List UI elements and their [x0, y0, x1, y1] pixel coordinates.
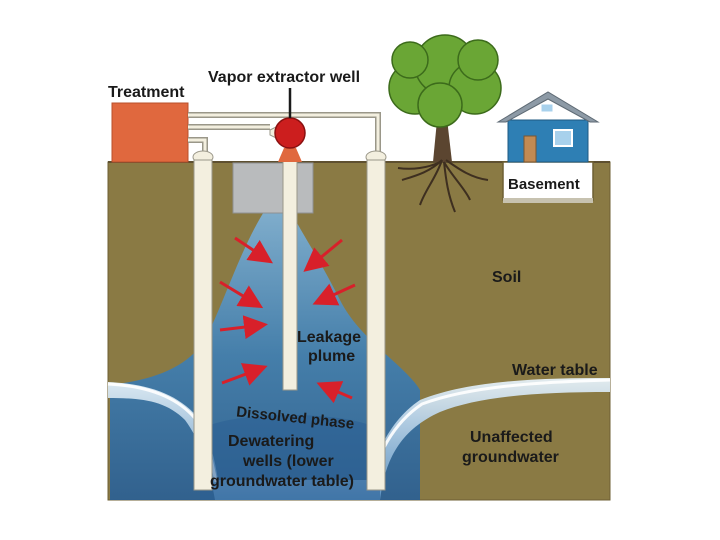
- flow-arrow: [316, 381, 353, 404]
- basement: [502, 161, 594, 201]
- tree-roots: [397, 159, 489, 213]
- house-roof: [496, 91, 600, 123]
- soil-label: Soil: [492, 269, 521, 286]
- vapor-extractor-well-label: Vapor extractor well: [208, 69, 360, 86]
- dewatering-label-2: wells (lower: [242, 453, 334, 470]
- extraction-vault: [232, 162, 314, 214]
- vapor-extractor-pump: [274, 117, 306, 149]
- leakage-plume-label-2: plume: [308, 348, 355, 365]
- basement-label: Basement: [508, 176, 580, 193]
- house-door: [523, 135, 537, 163]
- basement-floor: [503, 198, 593, 203]
- leakage-plume-label-1: Leakage: [297, 329, 361, 346]
- flow-arrow: [312, 283, 356, 306]
- surface-pipes-inner: [188, 113, 380, 155]
- treatment-label: Treatment: [108, 84, 185, 101]
- dewatering-label-1: Dewatering: [228, 433, 314, 450]
- vapor-extractor-well-pipe: [282, 159, 298, 391]
- dewatering-label-3: groundwater table): [210, 473, 354, 490]
- unaffected-groundwater-label-2: groundwater: [462, 449, 559, 466]
- flow-arrow: [303, 238, 343, 272]
- tree: [388, 34, 502, 213]
- dissolved-phase-zone: [200, 415, 380, 500]
- flow-arrow: [234, 236, 273, 264]
- house-wall: [507, 119, 589, 163]
- flow-arrow: [219, 315, 268, 340]
- vapor-flow-arrows: [219, 236, 356, 404]
- tree-canopy: [388, 34, 502, 128]
- left-dewatering-well: [193, 159, 213, 491]
- water-table-band: [108, 378, 610, 500]
- house: [496, 91, 600, 203]
- flow-arrow: [219, 280, 264, 309]
- house-window: [553, 129, 573, 147]
- unaffected-groundwater-label-1: Unaffected: [470, 429, 553, 446]
- flow-arrow: [221, 363, 268, 386]
- vapor-extractor-base: [278, 148, 302, 162]
- attic-window: [540, 103, 554, 113]
- right-dewatering-well: [366, 159, 386, 491]
- treatment-unit: [111, 102, 189, 163]
- water-table-label: Water table: [512, 362, 598, 379]
